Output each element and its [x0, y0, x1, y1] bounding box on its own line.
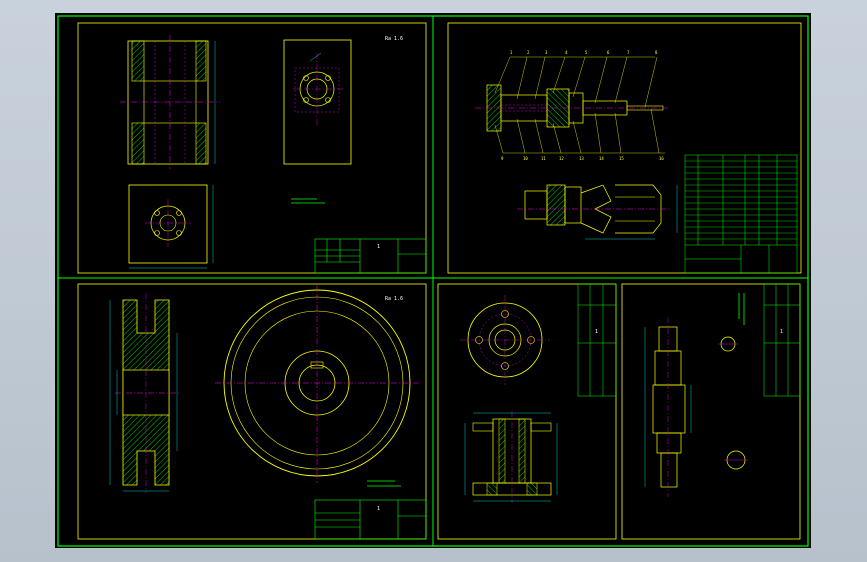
- svg-text:11: 11: [541, 156, 546, 161]
- flange-front-view: [460, 295, 550, 385]
- wheel-notes: [367, 480, 401, 487]
- svg-text:14: 14: [599, 156, 604, 161]
- drawing-canvas: Ra 1.6 1: [57, 15, 809, 547]
- svg-text:16: 16: [659, 156, 664, 161]
- outer-frame: [57, 15, 809, 547]
- svg-text:1: 1: [510, 50, 513, 55]
- wheel-title-block: [314, 499, 427, 540]
- gear-top-view: [128, 184, 214, 269]
- flange-drawing-sheet[interactable]: 1: [437, 283, 617, 540]
- gear-drawing-sheet[interactable]: Ra 1.6 1: [77, 22, 427, 274]
- wheel-roughness-note: Ra 1.6: [385, 296, 403, 302]
- assembly-balloons-bottom: 9 10 11 12 13 14 15 16: [501, 156, 664, 161]
- svg-text:5: 5: [585, 50, 588, 55]
- wheel-front-view: [215, 283, 419, 483]
- flange-section-view: [464, 411, 558, 503]
- svg-text:8: 8: [655, 50, 658, 55]
- svg-text:3: 3: [545, 50, 548, 55]
- svg-text:7: 7: [627, 50, 630, 55]
- parts-list-rows: [685, 160, 797, 240]
- svg-text:15: 15: [619, 156, 624, 161]
- shaft-balloon: 1: [780, 329, 783, 335]
- flange-balloon: 1: [595, 329, 598, 335]
- flange-title-block: [577, 283, 617, 397]
- svg-text:10: 10: [523, 156, 528, 161]
- wheel-section-view: [109, 293, 179, 493]
- wheel-balloon: 1: [377, 506, 380, 512]
- shaft-drawing-sheet[interactable]: 1: [621, 283, 801, 540]
- shaft-notes: [738, 293, 745, 325]
- gear-balloon: 1: [377, 244, 380, 250]
- svg-text:13: 13: [579, 156, 584, 161]
- gear-section-view: [120, 35, 220, 169]
- wheel-drawing-sheet[interactable]: Ra 1.6 1: [77, 283, 427, 540]
- gear-roughness-note: Ra 1.6: [385, 36, 403, 42]
- assembly-leaders: [494, 56, 665, 154]
- shaft-section-views: [718, 336, 748, 470]
- svg-text:12: 12: [559, 156, 564, 161]
- svg-text:9: 9: [501, 156, 504, 161]
- shaft-main-view: [644, 317, 692, 497]
- assembly-main-view: [475, 84, 670, 132]
- gear-title-block: [314, 238, 427, 274]
- shaft-title-block: [763, 283, 801, 397]
- svg-text:2: 2: [527, 50, 530, 55]
- assembly-gripper-view: [517, 184, 678, 240]
- assembly-parts-list: [684, 154, 798, 274]
- assembly-drawing-sheet[interactable]: 1 2 3 4 5 6 7 8 9 10 11 12 13 14 15 16: [447, 22, 802, 274]
- svg-text:6: 6: [607, 50, 610, 55]
- assembly-balloons-top: 1 2 3 4 5 6 7 8: [510, 50, 658, 55]
- svg-text:4: 4: [565, 50, 568, 55]
- gear-side-view: [283, 39, 352, 165]
- gear-notes: [291, 198, 325, 204]
- cad-drawing-sheet[interactable]: Ra 1.6 1: [55, 13, 811, 548]
